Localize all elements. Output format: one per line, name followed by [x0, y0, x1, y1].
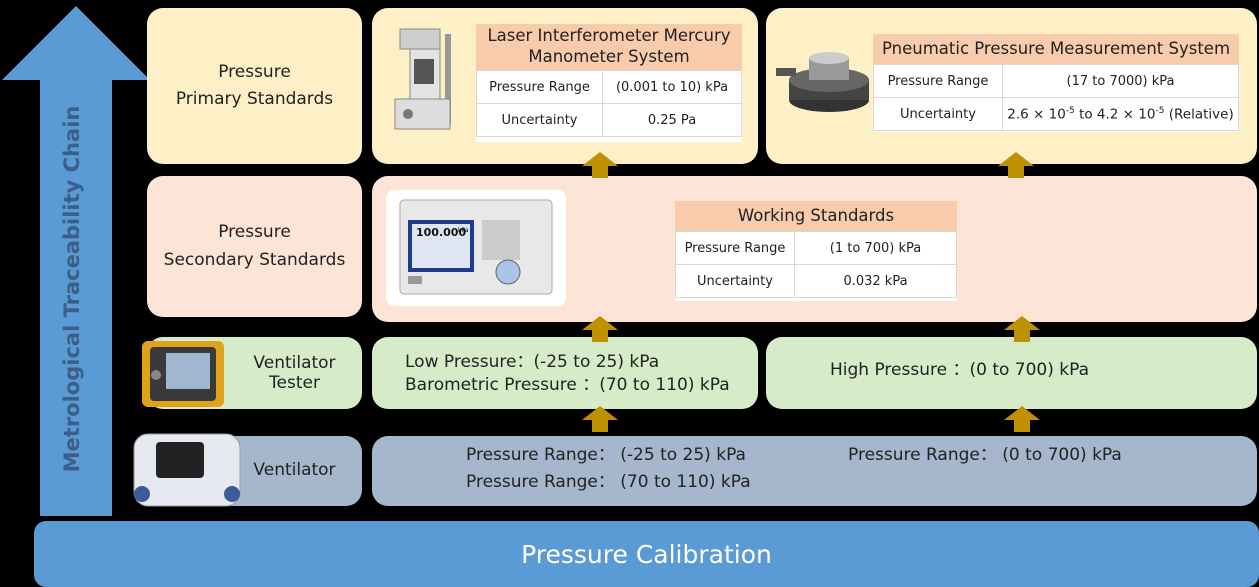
pneumatic-unc-value: 2.6 × 10-5 to 4.2 × 10-5 (Relative)	[1002, 97, 1239, 131]
up-arrow	[582, 316, 618, 344]
unc-part-c: (Relative)	[1164, 106, 1234, 123]
up-arrow	[582, 406, 618, 434]
working-unc-label: Uncertainty	[675, 264, 795, 298]
piston-gauge-image	[774, 38, 874, 118]
tester-low-panel: Low Pressure：(-25 to 25) kPa Barometric …	[372, 337, 758, 409]
pneumatic-range-value: (17 to 7000) kPa	[1002, 64, 1239, 98]
pneumatic-unc-label: Uncertainty	[873, 97, 1003, 131]
tester-low-pressure: Low Pressure：(-25 to 25) kPa	[405, 352, 660, 372]
up-arrow	[1004, 406, 1040, 434]
calibrator-screen-value: 100.000	[416, 226, 467, 239]
working-table: Working Standards Pressure Range(1 to 70…	[675, 201, 957, 301]
ventilator-image	[128, 428, 246, 514]
table-row: Pressure Range(0.001 to 10) kPa	[475, 70, 742, 104]
secondary-standards-text: Pressure Secondary Standards	[163, 222, 346, 270]
tester-high-panel: High Pressure ：(0 to 700) kPa	[766, 337, 1257, 409]
vent-low-range: Pressure Range： (-25 to 25) kPa	[466, 445, 746, 465]
working-range-value: (1 to 700) kPa	[794, 231, 957, 265]
up-arrow	[998, 152, 1034, 180]
manometer-image	[390, 24, 465, 134]
pneumatic-title: Pneumatic Pressure Measurement System	[873, 34, 1239, 64]
ventilator-panel: Pressure Range： (-25 to 25) kPa Pressure…	[372, 436, 1257, 506]
vent-baro-range: Pressure Range： (70 to 110) kPa	[466, 472, 751, 493]
traceability-arrow	[0, 6, 152, 516]
working-title: Working Standards	[675, 201, 957, 231]
laser-spec-table: Pressure Range(0.001 to 10) kPa Uncertai…	[475, 70, 742, 137]
laser-title: Laser Interferometer Mercury Manometer S…	[476, 24, 742, 70]
working-unc-value: 0.032 kPa	[794, 264, 957, 298]
tester-low-text: Low Pressure：(-25 to 25) kPa Barometric …	[405, 351, 730, 397]
secondary-standards-label: Pressure Secondary Standards	[147, 176, 362, 317]
working-spec-table: Pressure Range(1 to 700) kPa Uncertainty…	[675, 231, 957, 298]
unc-exp-a: -5	[1065, 105, 1075, 116]
vent-high-text: Pressure Range： (0 to 700) kPa	[848, 445, 1122, 465]
traceability-label: Metrological Traceability Chain	[60, 105, 84, 473]
laser-range-value: (0.001 to 10) kPa	[602, 70, 742, 104]
pneumatic-spec-table: Pressure Range(17 to 7000) kPa Uncertain…	[873, 64, 1239, 131]
vent-low-text: Pressure Range： (-25 to 25) kPa Pressure…	[466, 442, 751, 496]
up-arrow	[1004, 316, 1040, 344]
tester-image	[138, 335, 228, 413]
laser-unc-label: Uncertainty	[475, 103, 604, 137]
unc-part-a: 2.6 × 10	[1007, 106, 1066, 123]
laser-table: Laser Interferometer Mercury Manometer S…	[475, 24, 742, 142]
laser-range-label: Pressure Range	[475, 70, 604, 104]
unc-part-b: to 4.2 × 10	[1074, 106, 1156, 123]
calibrator-image: 100.000 kPa	[386, 190, 566, 306]
unc-exp-b: -5	[1155, 105, 1165, 116]
tester-barometric-pressure: Barometric Pressure ：(70 to 110) kPa	[405, 374, 730, 395]
ventilator-tester-text: Ventilator Tester	[253, 352, 336, 393]
table-row: Uncertainty 2.6 × 10-5 to 4.2 × 10-5 (Re…	[873, 97, 1239, 131]
ventilator-text: Ventilator	[253, 460, 336, 481]
pressure-calibration-bar: Pressure Calibration	[34, 521, 1259, 587]
laser-unc-value: 0.25 Pa	[602, 103, 742, 137]
calibrator-screen-unit: kPa	[458, 227, 469, 234]
tester-high-text: High Pressure ：(0 to 700) kPa	[830, 360, 1090, 380]
pneumatic-table: Pneumatic Pressure Measurement System Pr…	[873, 34, 1239, 132]
primary-standards-text: Pressure Primary Standards	[175, 61, 334, 109]
up-arrow	[582, 152, 618, 180]
pressure-calibration-text: Pressure Calibration	[521, 539, 772, 569]
pneumatic-range-label: Pressure Range	[873, 64, 1003, 98]
working-range-label: Pressure Range	[675, 231, 795, 265]
table-row: Pressure Range(1 to 700) kPa	[675, 231, 957, 265]
table-row: Pressure Range(17 to 7000) kPa	[873, 64, 1239, 98]
primary-standards-label: Pressure Primary Standards	[147, 8, 362, 164]
